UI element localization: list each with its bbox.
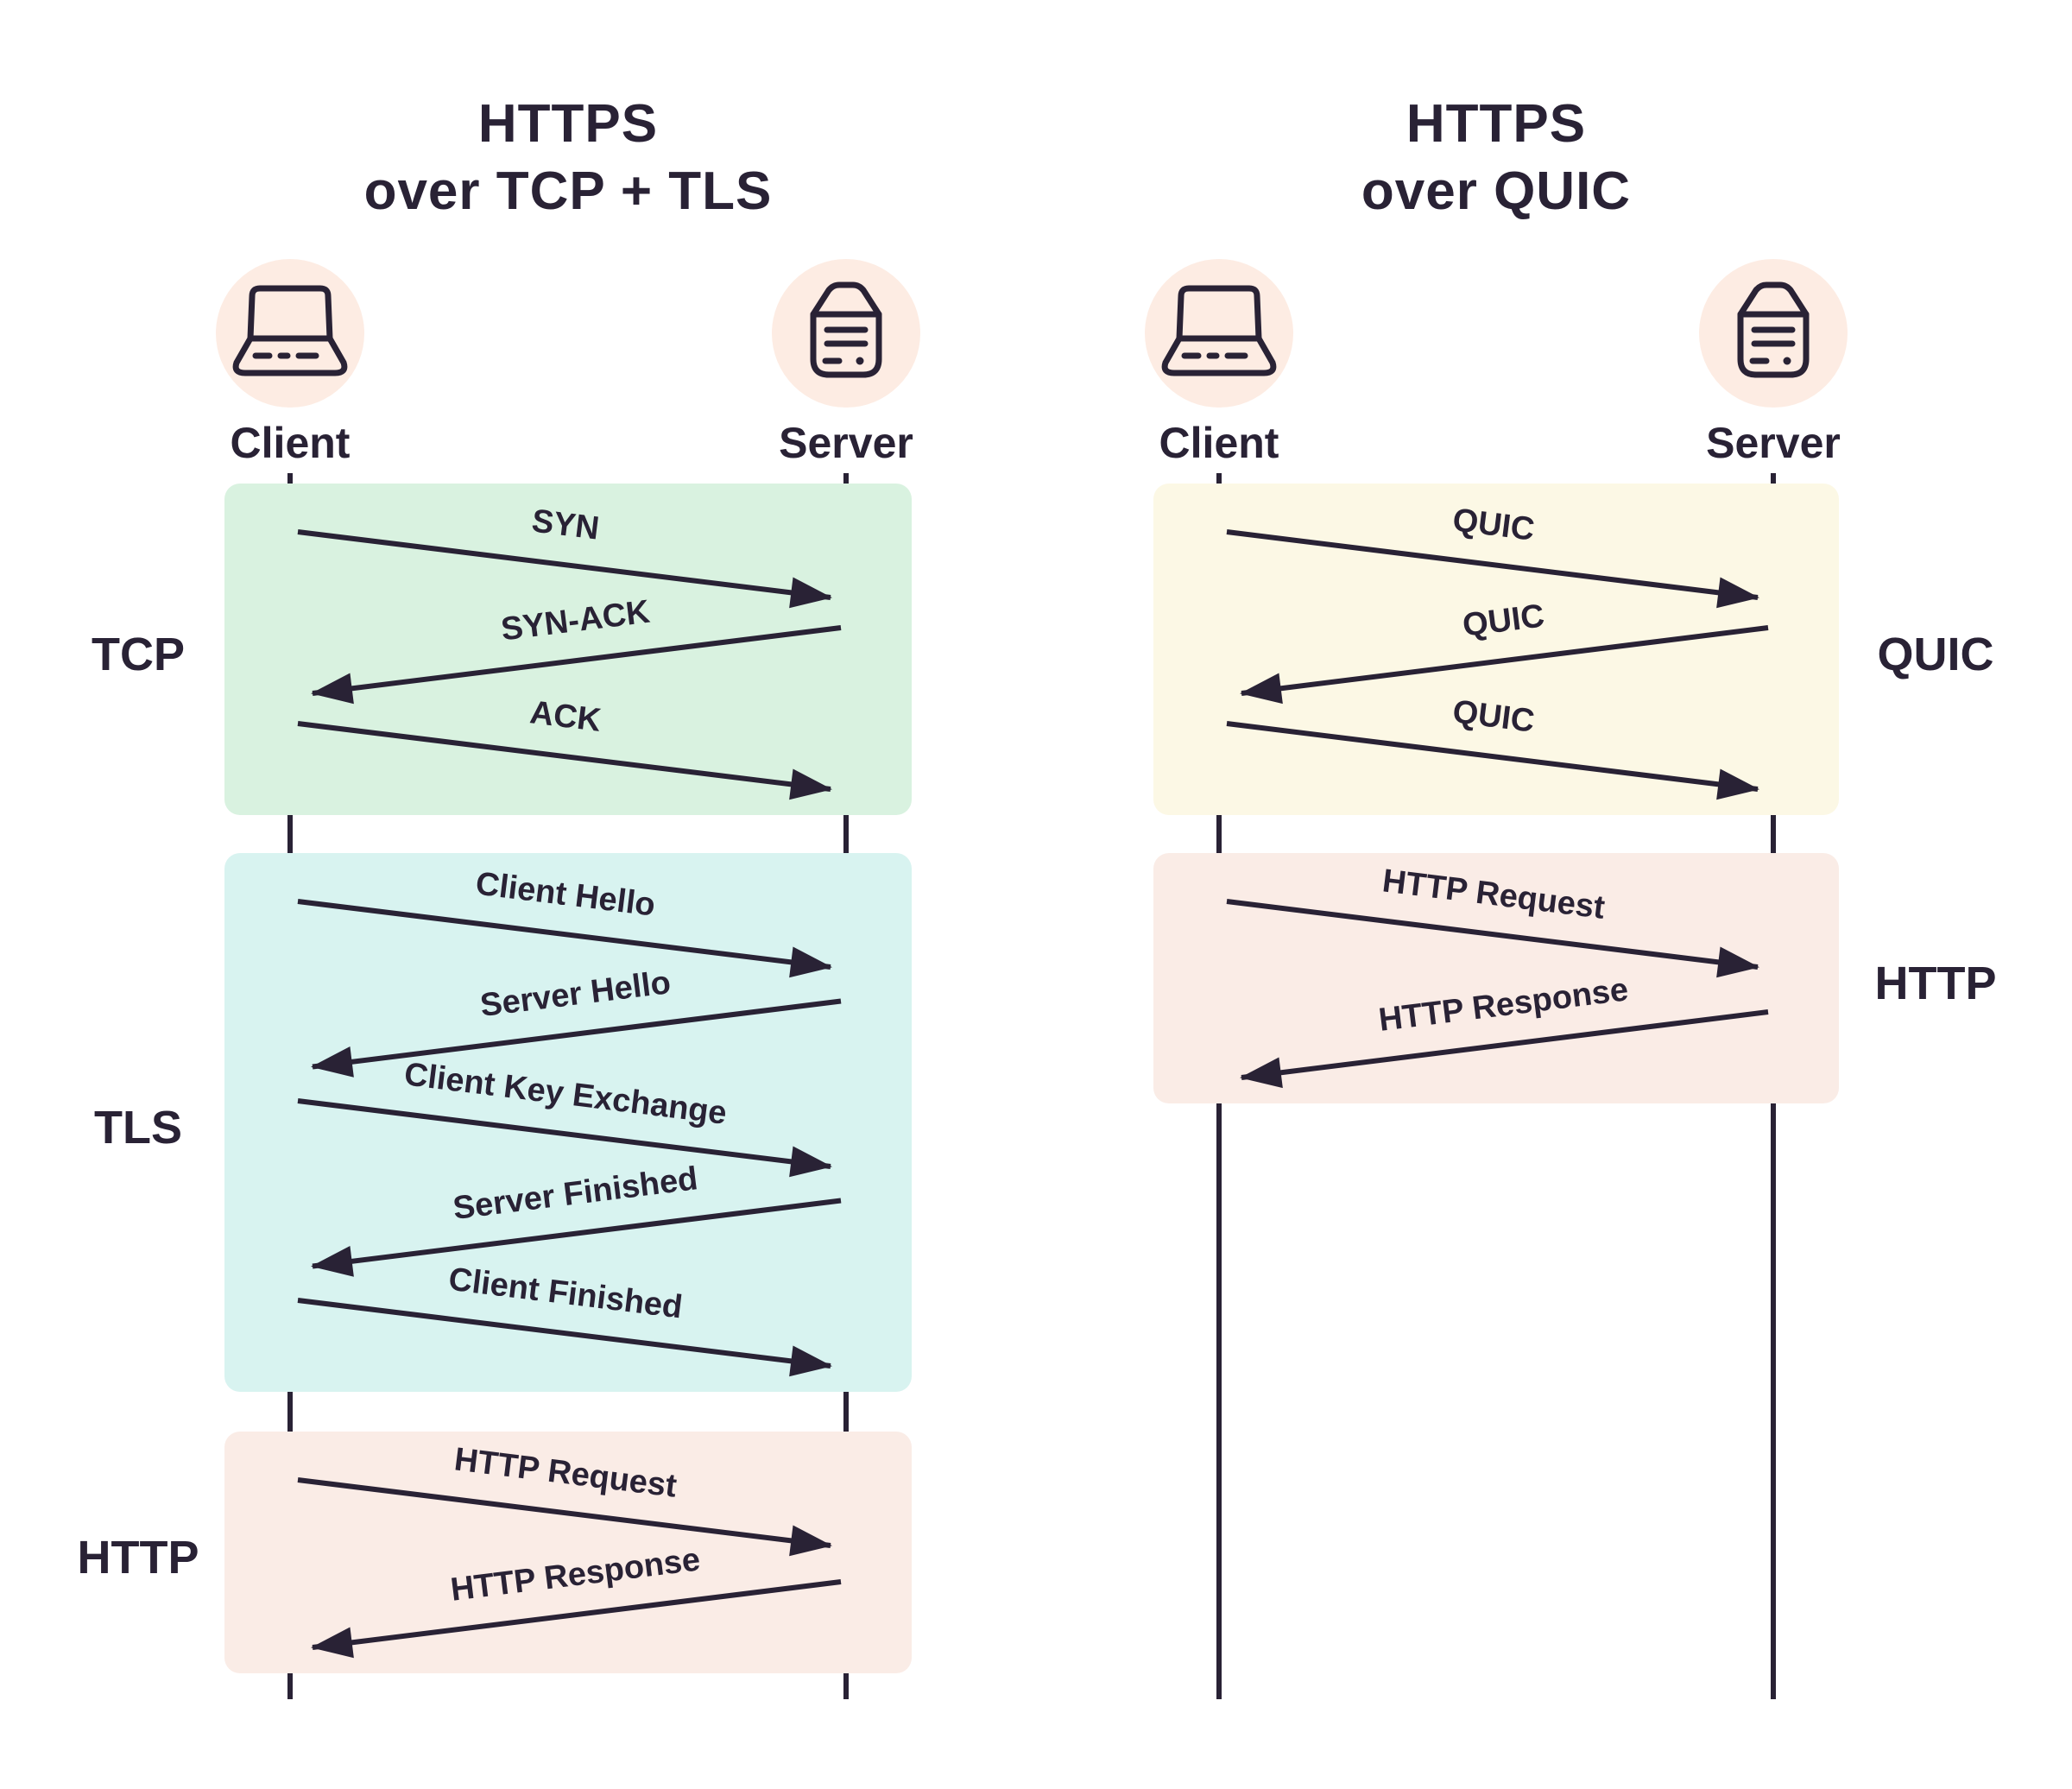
message-arrow-to-server — [297, 529, 832, 609]
diagram-title-line: HTTPS — [478, 94, 658, 154]
server-led-dot — [1783, 357, 1791, 365]
message-arrow-to-server — [1226, 721, 1759, 800]
message-arrow-to-server — [297, 721, 832, 800]
message-arrow-to-client — [311, 998, 842, 1078]
client-avatar-circle — [216, 259, 364, 408]
server-led-dot — [856, 357, 864, 365]
laptop-icon — [232, 285, 348, 376]
section-box-tcp — [224, 484, 912, 815]
message-label: SYN — [530, 503, 602, 547]
server-avatar-circle — [772, 259, 920, 408]
message-arrow-to-client — [1240, 1009, 1769, 1089]
actor-label-client: Client — [1159, 419, 1279, 467]
section-label-http: HTTP — [78, 1532, 199, 1584]
message-arrow-to-client — [311, 1579, 842, 1659]
section-label-http: HTTP — [1875, 958, 1997, 1009]
client-avatar-circle — [1145, 259, 1293, 408]
server-icon — [1737, 281, 1810, 378]
message-arrow-to-server — [297, 1098, 832, 1178]
message-arrow-to-server — [1226, 529, 1759, 609]
message-arrow-to-client — [311, 1198, 842, 1277]
message-arrow-to-server — [1226, 899, 1759, 978]
message-label: ACK — [528, 694, 603, 739]
message-arrow-to-server — [297, 899, 832, 978]
message-arrow-to-server — [297, 1477, 832, 1557]
section-box-quic — [1153, 484, 1839, 815]
diagram-title-line: over TCP + TLS — [364, 161, 773, 221]
section-label-tls: TLS — [94, 1102, 182, 1154]
diagram-title-line: over QUIC — [1361, 161, 1631, 221]
laptop-icon — [1161, 285, 1277, 376]
section-label-tcp: TCP — [92, 629, 185, 680]
actor-label-server: Server — [1706, 419, 1841, 467]
message-arrow-to-client — [311, 625, 842, 705]
message-arrow-to-server — [297, 1298, 832, 1377]
server-avatar-circle — [1699, 259, 1848, 408]
laptop-base — [232, 335, 348, 376]
message-arrow-to-client — [1240, 625, 1769, 705]
section-label-quic: QUIC — [1878, 629, 1994, 680]
actor-label-client: Client — [231, 419, 351, 467]
diagram-title-line: HTTPS — [1406, 94, 1586, 154]
actor-label-server: Server — [779, 419, 913, 467]
server-icon — [810, 281, 882, 378]
laptop-base — [1161, 335, 1277, 376]
